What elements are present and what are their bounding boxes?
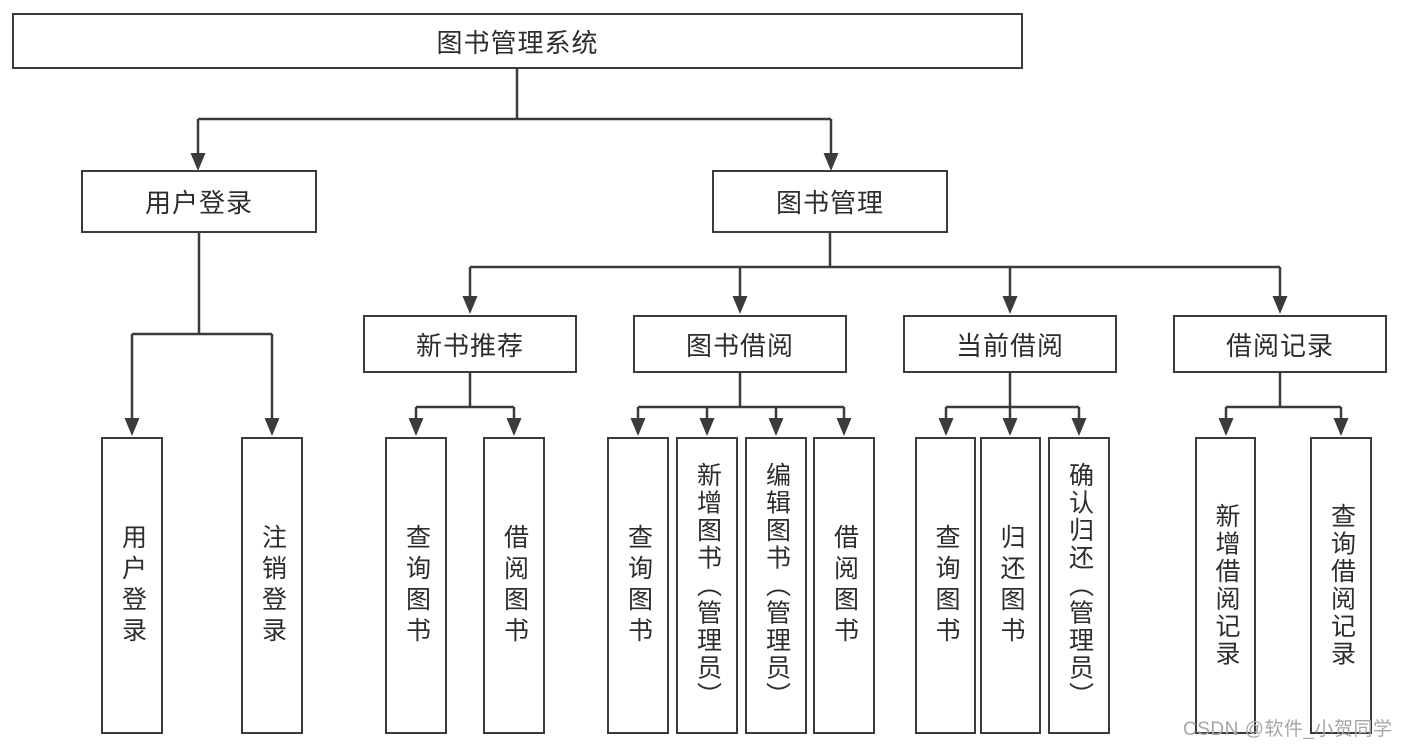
arrowhead (699, 418, 715, 436)
arrowhead (1002, 296, 1018, 314)
leaf-label: 借阅图书 (830, 523, 859, 648)
arrowhead (836, 418, 852, 436)
arrowhead (1272, 296, 1288, 314)
leaf-label: 编辑图书（管理员） (762, 461, 791, 710)
arrowhead (1071, 418, 1087, 436)
node-user-login: 用户登录 (81, 170, 317, 233)
node-borrow-records: 借阅记录 (1173, 315, 1387, 373)
csdn-watermark: CSDN @软件_小贺同学 (1183, 719, 1393, 740)
node-label: 图书管理 (775, 188, 884, 218)
arrowhead (630, 418, 646, 436)
arrowhead (823, 153, 839, 171)
leaf-newbook-borrow-books: 借阅图书 (483, 437, 545, 734)
arrowhead (732, 296, 748, 314)
connector-root (196, 69, 833, 155)
leaf-label: 新增借阅记录 (1212, 503, 1240, 668)
node-root: 图书管理系统 (12, 13, 1023, 69)
leaf-label: 注销登录 (258, 523, 287, 648)
arrowhead (1218, 418, 1234, 436)
node-label: 用户登录 (144, 188, 253, 218)
leaf-records-add-record: 新增借阅记录 (1195, 437, 1256, 734)
node-book-borrow: 图书借阅 (633, 315, 847, 373)
leaf-borrow-query-books: 查询图书 (607, 437, 669, 734)
leaf-label: 归还图书 (997, 523, 1025, 648)
leaf-label: 借阅图书 (500, 523, 529, 648)
arrowhead (938, 418, 954, 436)
connector-book-borrow (636, 373, 846, 420)
arrowhead (408, 418, 424, 436)
arrowhead (1002, 418, 1018, 436)
leaf-label: 查询图书 (932, 523, 960, 648)
connector-user-login (130, 233, 274, 420)
leaf-current-confirm-return-admin: 确认归还（管理员） (1048, 437, 1110, 734)
node-book-management: 图书管理 (712, 170, 948, 233)
node-current-borrow: 当前借阅 (903, 315, 1117, 373)
leaf-user-login: 用户登录 (101, 437, 163, 734)
leaf-newbook-query-books: 查询图书 (385, 437, 447, 734)
arrowhead (1333, 418, 1349, 436)
connector-borrow-records (1224, 373, 1343, 420)
node-new-book-recommend: 新书推荐 (363, 315, 577, 373)
leaf-borrow-add-books-admin: 新增图书（管理员） (676, 437, 738, 734)
leaf-label: 查询图书 (402, 523, 431, 648)
connector-book-management (468, 233, 1282, 298)
node-label: 图书借阅 (685, 330, 794, 361)
leaf-label: 查询图书 (624, 523, 653, 648)
node-label: 借阅记录 (1225, 330, 1334, 361)
node-label: 当前借阅 (955, 330, 1064, 361)
leaf-label: 用户登录 (118, 523, 147, 648)
leaf-label: 确认归还（管理员） (1065, 461, 1094, 710)
arrowhead (768, 418, 784, 436)
arrowhead (190, 153, 206, 171)
node-label: 图书管理系统 (436, 27, 599, 58)
leaf-records-query-record: 查询借阅记录 (1310, 437, 1372, 734)
connector-current-borrow (944, 373, 1081, 420)
arrowhead (124, 418, 140, 436)
node-label: 新书推荐 (415, 330, 524, 361)
leaf-current-query-books: 查询图书 (915, 437, 976, 734)
arrowhead (264, 418, 280, 436)
leaf-current-return-books: 归还图书 (980, 437, 1041, 734)
arrowhead (462, 296, 478, 314)
arrowhead (506, 418, 522, 436)
leaf-borrow-edit-books-admin: 编辑图书（管理员） (745, 437, 807, 734)
connector-new-book (414, 373, 516, 420)
leaf-label: 新增图书（管理员） (693, 461, 722, 710)
leaf-label: 查询借阅记录 (1327, 503, 1356, 668)
leaf-borrow-borrow-books: 借阅图书 (813, 437, 875, 734)
leaf-logout: 注销登录 (241, 437, 303, 734)
